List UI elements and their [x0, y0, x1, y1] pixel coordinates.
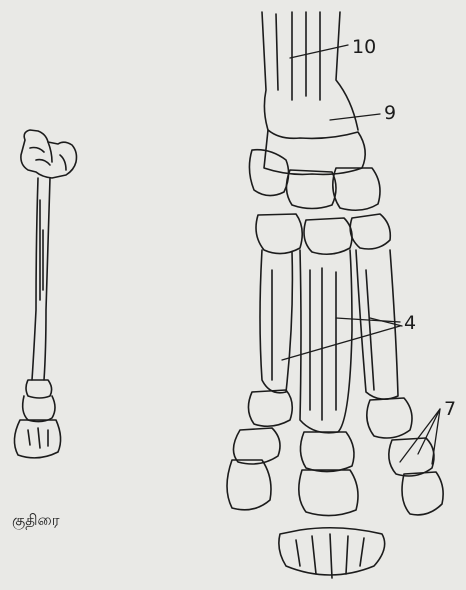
leader-lines: [282, 45, 440, 464]
label-7: 7: [444, 400, 456, 419]
horse-foot-bones: [14, 130, 76, 458]
label-9: 9: [384, 104, 396, 123]
label-4: 4: [404, 314, 416, 333]
label-10: 10: [352, 38, 376, 57]
large-foot-bones: [227, 12, 443, 578]
caption-horse: குதிரை: [12, 511, 59, 531]
